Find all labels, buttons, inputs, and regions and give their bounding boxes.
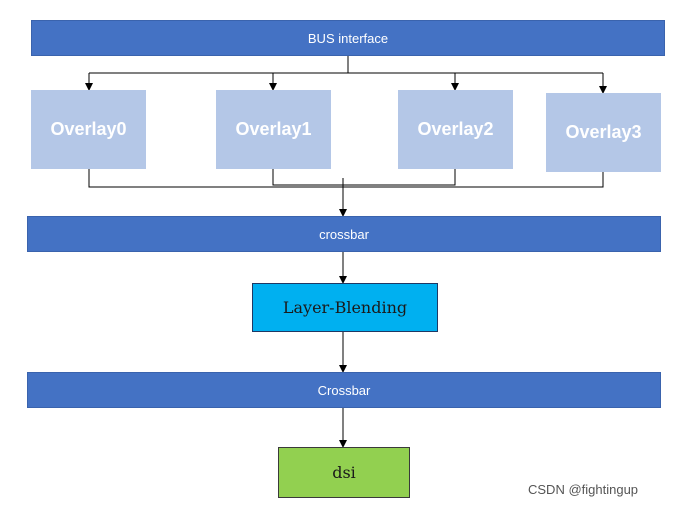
overlay2-output-line bbox=[343, 169, 456, 186]
layer-blending-block: Layer-Blending bbox=[252, 283, 438, 332]
overlay0-block: Overlay0 bbox=[31, 90, 146, 169]
crossbar-top-label: crossbar bbox=[319, 226, 369, 242]
crossbar-bottom-label: Crossbar bbox=[317, 382, 371, 398]
overlay0-output-line bbox=[88, 169, 343, 188]
overlay0-label: Overlay0 bbox=[50, 119, 127, 139]
overlay3-block: Overlay3 bbox=[546, 93, 661, 172]
bus-interface-label: BUS interface bbox=[307, 30, 389, 46]
crossbar-top-bar: crossbar bbox=[27, 216, 661, 252]
overlay2-block: Overlay2 bbox=[398, 90, 513, 169]
dsi-label: dsi bbox=[332, 463, 356, 482]
layer-blending-label: Layer-Blending bbox=[282, 298, 408, 317]
overlay1-block: Overlay1 bbox=[216, 90, 331, 169]
overlay2-label: Overlay2 bbox=[417, 119, 494, 139]
crossbar-bottom-bar: Crossbar bbox=[27, 372, 661, 408]
overlay1-output-line bbox=[272, 169, 343, 186]
dsi-block: dsi bbox=[278, 447, 410, 498]
overlay3-label: Overlay3 bbox=[565, 122, 642, 142]
overlay1-label: Overlay1 bbox=[235, 119, 312, 139]
overlay3-output-line bbox=[343, 171, 604, 188]
watermark-text: CSDN @fightingup bbox=[528, 482, 639, 497]
bus-interface-bar: BUS interface bbox=[31, 20, 665, 56]
